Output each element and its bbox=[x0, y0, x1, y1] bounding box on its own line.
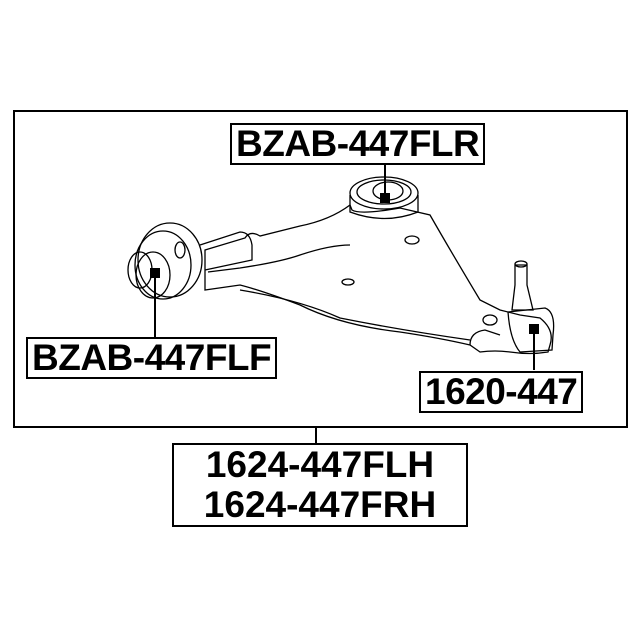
diagram-frame bbox=[13, 110, 628, 428]
rear-bushing-marker bbox=[380, 193, 390, 203]
front-bushing-marker bbox=[150, 268, 160, 278]
control-arm-drawing bbox=[127, 176, 555, 355]
ball-joint-marker bbox=[529, 324, 539, 334]
assembly-right-label: 1624-447FRH bbox=[203, 484, 437, 525]
front-bushing-label: BZAB-447FLF bbox=[26, 337, 278, 379]
assembly-label-box: 1624-447FLH 1624-447FRH bbox=[172, 443, 468, 527]
rear-bushing-label: BZAB-447FLR bbox=[230, 123, 486, 165]
ball-joint-label: 1620-447 bbox=[419, 371, 584, 413]
assembly-left-label: 1624-447FLH bbox=[205, 444, 435, 485]
